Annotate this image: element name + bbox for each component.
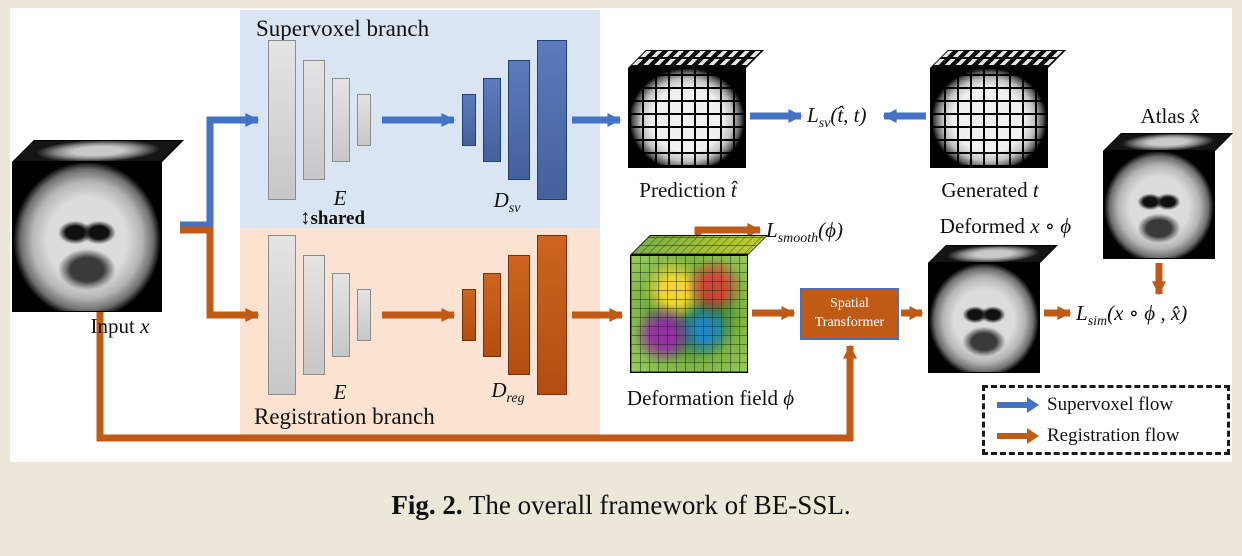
loss-sv-label: Lsv(t̂, t) bbox=[807, 103, 867, 132]
prediction-cube-top-face bbox=[628, 50, 764, 68]
atlas-label: Atlas x̂ bbox=[1140, 104, 1200, 128]
decoder-layer bbox=[483, 78, 501, 162]
encoder-layer bbox=[303, 60, 325, 180]
decoder-sv-network bbox=[462, 40, 567, 200]
spatial-transformer-box: Spatial Transformer bbox=[800, 288, 899, 340]
decoder-reg-label: Dreg bbox=[491, 378, 525, 407]
decoder-sv-label: Dsv bbox=[493, 188, 521, 217]
framework-diagram: Supervoxel branch Registration branch bbox=[10, 8, 1233, 462]
loss-smooth-label: Lsmooth(ϕ) bbox=[766, 218, 843, 247]
encoder-layer bbox=[268, 235, 296, 395]
encoder-layer bbox=[357, 94, 371, 146]
deformation-field-label: Deformation field ϕ bbox=[626, 386, 795, 410]
registration-branch-title: Registration branch bbox=[254, 404, 435, 429]
decoder-layer bbox=[462, 289, 476, 341]
legend-registration-flow: Registration flow bbox=[997, 425, 1215, 447]
registration-flow-arrow-icon bbox=[997, 427, 1039, 444]
generated-label: Generated t bbox=[941, 178, 1039, 202]
decoder-layer bbox=[508, 255, 530, 375]
decoder-layer bbox=[537, 235, 567, 395]
generated-cube-top-face bbox=[930, 50, 1066, 68]
encoder-sv-network bbox=[268, 40, 371, 200]
flow-legend: Supervoxel flow Registration flow bbox=[982, 385, 1230, 455]
decoder-layer bbox=[508, 60, 530, 180]
deformed-cube-top-face bbox=[928, 245, 1058, 263]
figure-caption: Fig. 2. The overall framework of BE-SSL. bbox=[0, 490, 1242, 521]
deformed-cube-front-face bbox=[928, 263, 1040, 373]
encoder-layer bbox=[357, 289, 371, 341]
input-cube-top-face bbox=[12, 140, 184, 162]
prediction-cube-front-face bbox=[628, 68, 746, 168]
atlas-cube-front-face bbox=[1103, 151, 1215, 259]
encoder-layer bbox=[332, 78, 350, 162]
decoder-layer bbox=[483, 273, 501, 357]
deformed-label: Deformed x ∘ ϕ bbox=[939, 214, 1072, 238]
encoder-layer bbox=[303, 255, 325, 375]
decoder-layer bbox=[462, 94, 476, 146]
generated-cube-front-face bbox=[930, 68, 1048, 168]
input-label: Input x bbox=[90, 314, 150, 338]
caption-label: Fig. 2. bbox=[391, 490, 463, 520]
input-cube-front-face bbox=[12, 162, 162, 312]
legend-supervoxel-flow: Supervoxel flow bbox=[997, 394, 1215, 416]
encoder-reg-network bbox=[268, 235, 371, 395]
supervoxel-branch-title: Supervoxel branch bbox=[256, 16, 430, 41]
atlas-cube-top-face bbox=[1103, 133, 1233, 151]
decoder-reg-network bbox=[462, 235, 567, 395]
encoder-layer bbox=[332, 273, 350, 357]
up-down-arrow-icon: ↕ bbox=[300, 205, 311, 229]
shared-weights-annotation: ↕shared bbox=[300, 205, 366, 229]
supervoxel-flow-arrow-icon bbox=[997, 396, 1039, 413]
encoder-reg-label: E bbox=[333, 380, 347, 404]
loss-sim-label: Lsim(x ∘ ϕ , x̂) bbox=[1076, 301, 1188, 330]
deformation-field-cube-top-face bbox=[630, 235, 768, 255]
caption-text: The overall framework of BE-SSL. bbox=[462, 490, 851, 520]
deformation-field-cube-front-face bbox=[630, 255, 748, 373]
encoder-sv-label: E bbox=[333, 186, 347, 210]
decoder-layer bbox=[537, 40, 567, 200]
encoder-layer bbox=[268, 40, 296, 200]
prediction-label: Prediction t̂ bbox=[639, 178, 737, 202]
